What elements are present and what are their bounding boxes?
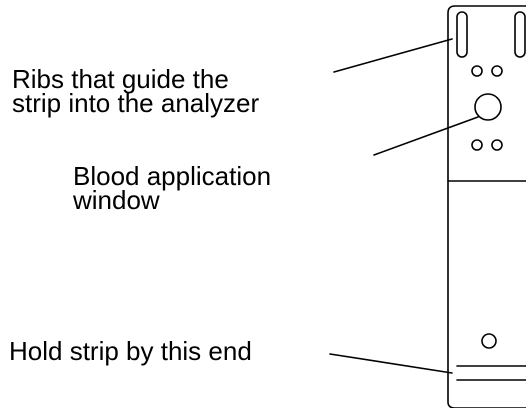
ribs-callout-line-2: strip into the analyzer: [12, 88, 260, 118]
window-leader-line: [373, 116, 479, 156]
contact-hole: [491, 65, 503, 77]
contact-hole: [491, 139, 503, 151]
ribs-leader-line: [333, 38, 453, 73]
hold-leader-line: [329, 353, 453, 374]
blood-application-window: [474, 93, 502, 121]
hold-callout: Hold strip by this end: [9, 336, 252, 366]
contact-hole: [471, 139, 483, 151]
guide-rib-left: [456, 11, 468, 58]
window-callout-line-2: window: [73, 185, 160, 215]
window-callout-line-1: Blood application: [73, 161, 272, 191]
guide-rib-right: [514, 11, 526, 58]
hold-end-hole: [481, 333, 497, 349]
window-callout: Blood application window: [73, 161, 272, 215]
ribs-callout: Ribs that guide the strip into the analy…: [12, 64, 260, 118]
contact-hole: [471, 65, 483, 77]
ribs-callout-line-1: Ribs that guide the: [12, 64, 229, 94]
